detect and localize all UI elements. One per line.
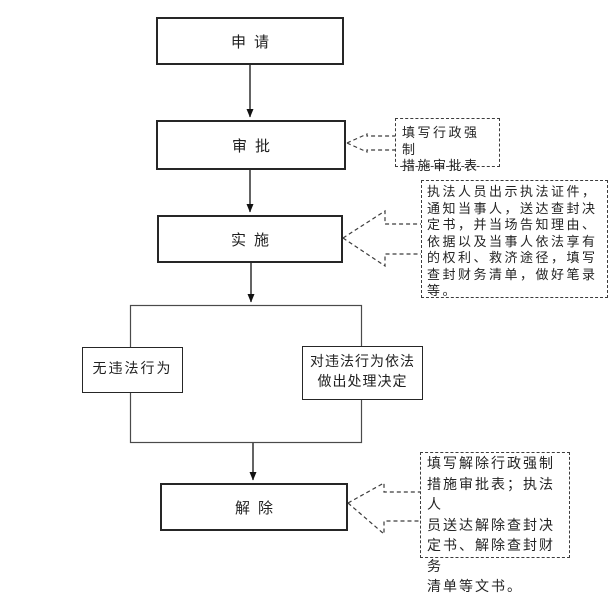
flow-node-no-violation: 无违法行为	[82, 347, 183, 393]
flow-node-implement-label: 实施	[230, 232, 277, 249]
flow-node-release-label: 解除	[234, 500, 281, 517]
flow-node-violation-decision: 对违法行为依法 做出处理决定	[302, 346, 423, 400]
callout-leaders	[342, 133, 421, 536]
callout-leader-approve-bottom	[346, 142, 395, 153]
flow-node-no-violation-label: 无违法行为	[92, 362, 173, 377]
annotation-implement-note: 执法人员出示执法证件， 通知当事人，送达查封决 定书，并当场告知理由、 依据以及…	[421, 180, 608, 298]
flow-arrows	[246, 65, 257, 481]
flow-node-approve-label: 审批	[231, 138, 278, 155]
flow-node-apply-label: 申请	[230, 34, 277, 51]
callout-leader-release-bottom	[347, 502, 420, 536]
flow-node-implement: 实施	[157, 215, 343, 263]
flow-node-release: 解除	[160, 483, 348, 531]
callout-leader-implement-bottom	[342, 237, 421, 268]
flow-node-apply: 申请	[156, 17, 344, 65]
callout-leader-implement-top	[342, 209, 421, 239]
callout-leader-approve-top	[346, 133, 395, 144]
callout-leader-release-top	[347, 481, 420, 504]
flow-node-approve: 审批	[156, 120, 346, 170]
flow-node-violation-decision-label: 对违法行为依法 做出处理决定	[310, 355, 415, 390]
annotation-approve-note: 填写行政强制 措施审批表	[395, 118, 500, 173]
annotation-release-note: 填写解除行政强制 措施审批表；执法人 员送达解除查封决 定书、解除查封财务 清单…	[420, 452, 570, 595]
